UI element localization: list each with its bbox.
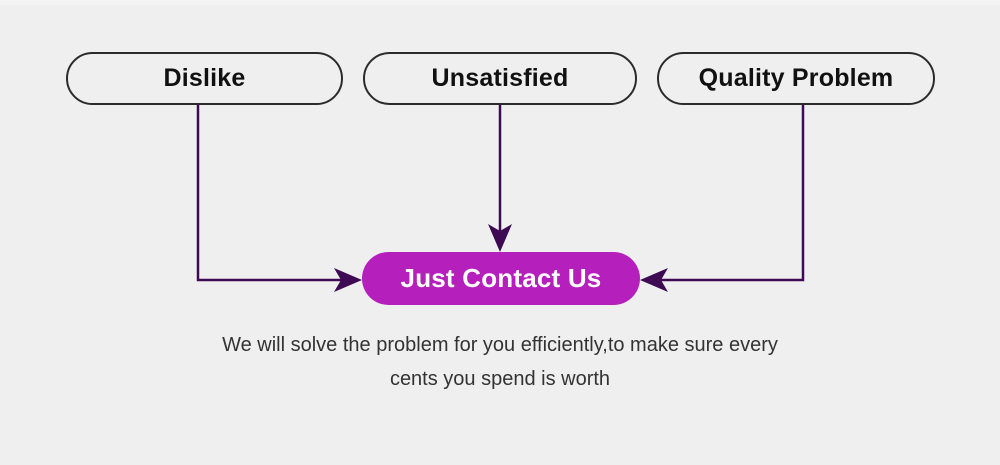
arrowhead-left-into-cta xyxy=(640,268,668,292)
connector-line-quality-to-cta xyxy=(653,105,805,282)
caption-line-1: We will solve the problem for you effici… xyxy=(222,334,778,356)
arrowhead-right-into-cta xyxy=(334,268,362,292)
connector-line-dislike-to-cta xyxy=(196,105,349,282)
reason-box-unsatisfied-label: Unsatisfied xyxy=(431,64,569,92)
support-promise-caption: We will solve the problem for you effici… xyxy=(150,328,850,396)
contact-us-button[interactable]: Just Contact Us xyxy=(362,252,640,305)
reason-box-dislike-label: Dislike xyxy=(163,64,246,92)
reason-box-quality-problem-label: Quality Problem xyxy=(698,64,894,92)
reason-box-unsatisfied[interactable]: Unsatisfied xyxy=(363,52,637,105)
caption-line-2: cents you spend is worth xyxy=(389,368,611,390)
reason-box-quality-problem[interactable]: Quality Problem xyxy=(657,52,935,105)
arrowhead-down-into-cta xyxy=(488,224,512,252)
top-edge-strip xyxy=(0,0,1000,5)
reason-box-dislike[interactable]: Dislike xyxy=(66,52,343,105)
contact-us-button-label: Just Contact Us xyxy=(400,263,602,293)
